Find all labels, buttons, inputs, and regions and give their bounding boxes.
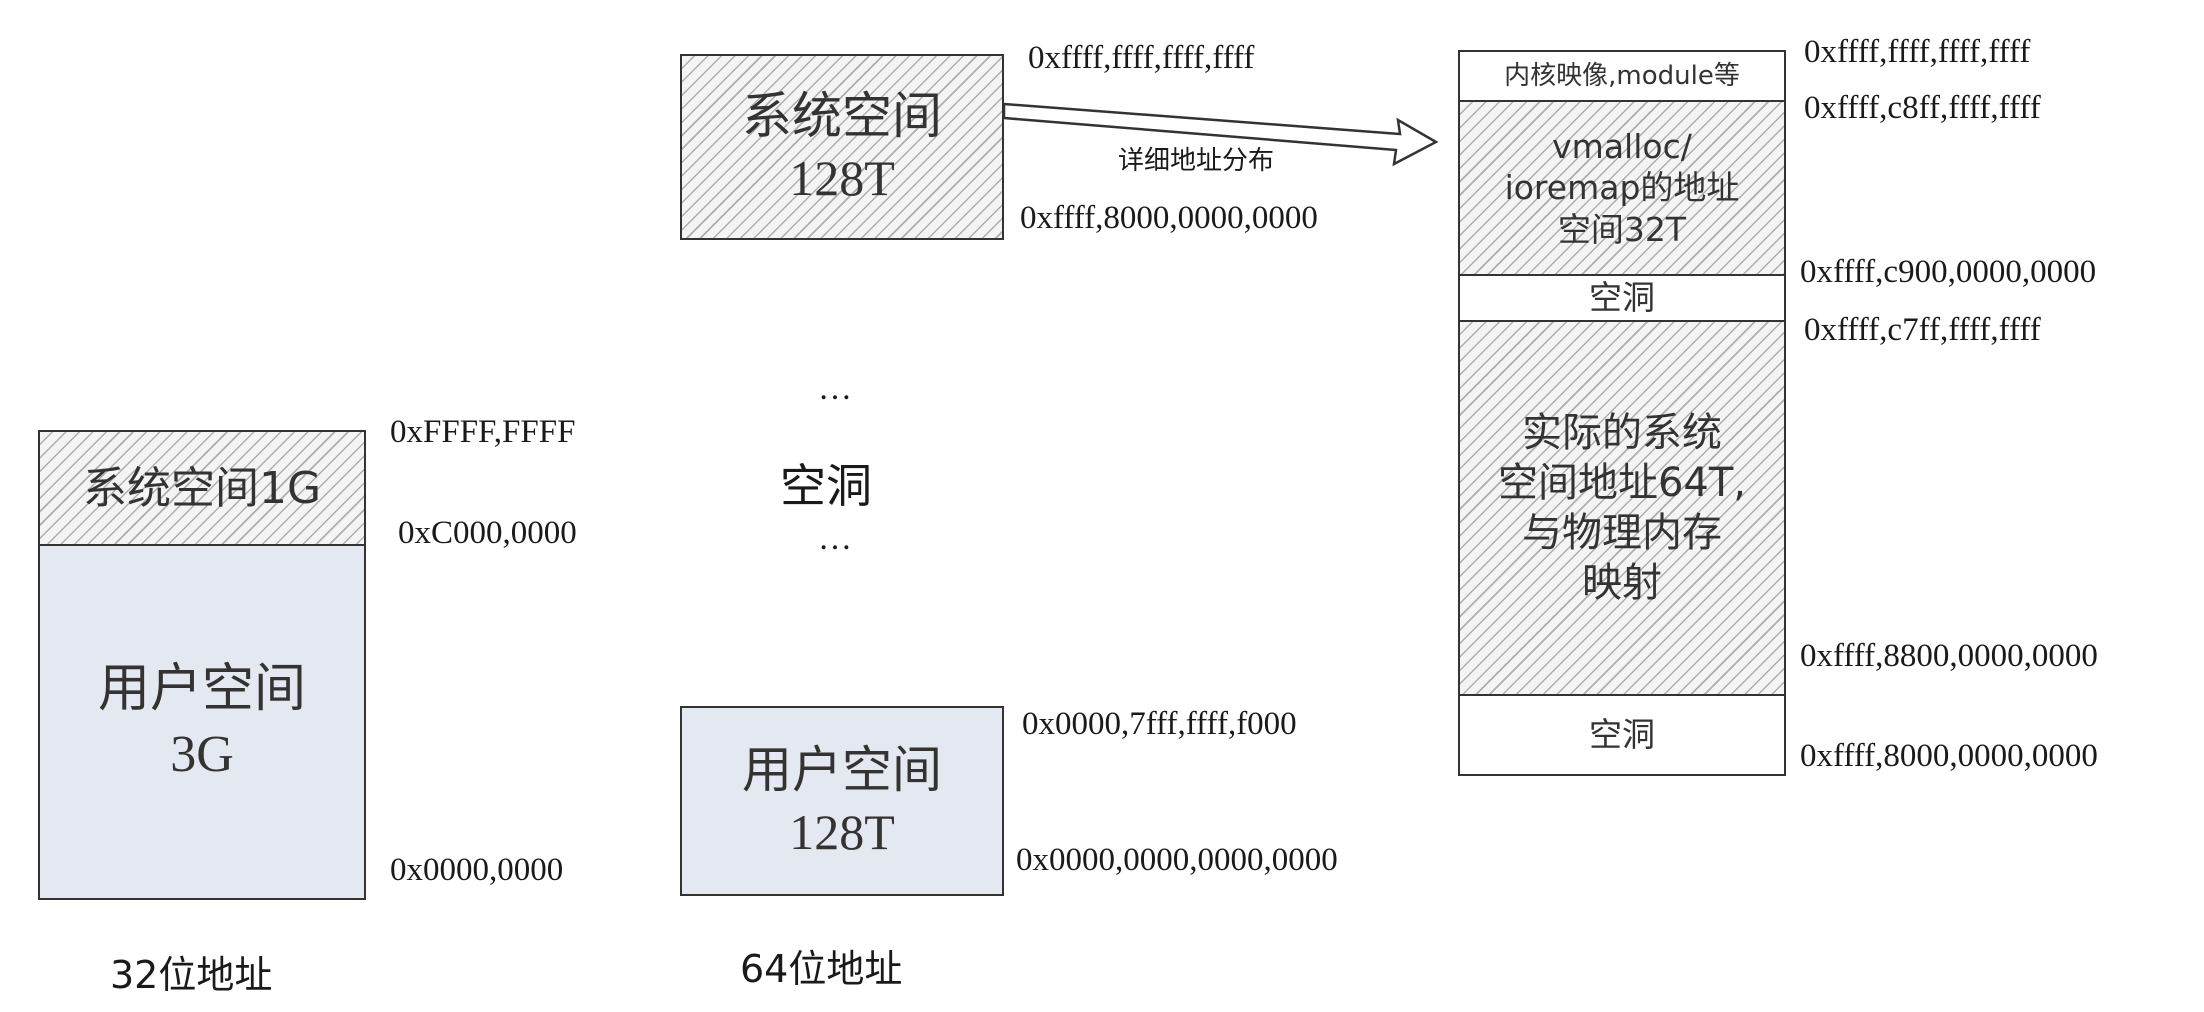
right-addr-5: 0xffff,8000,0000,0000	[1800, 738, 2098, 774]
right-addr-2: 0xffff,c900,0000,0000	[1800, 254, 2097, 290]
middle-gap-label: 空洞	[780, 459, 872, 513]
middle-addr-user-top: 0x0000,7fff,ffff,f000	[1022, 706, 1297, 742]
actual-space-label-1: 实际的系统	[1522, 410, 1722, 456]
left-addr-top: 0xFFFF,FFFF	[390, 414, 576, 450]
vmalloc-label-2: ioremap的地址	[1504, 168, 1740, 208]
left-addr-split: 0xC000,0000	[398, 515, 577, 551]
right-addr-3: 0xffff,c7ff,ffff,ffff	[1804, 312, 2041, 348]
hole2-block: 空洞	[1458, 694, 1786, 776]
actual-space-label-2: 空间地址64T,	[1497, 460, 1747, 506]
middle-caption: 64位地址	[740, 947, 903, 991]
gap-dots-bottom: …	[818, 520, 854, 557]
left-user-space-label-2: 3G	[170, 726, 234, 783]
actual-space-label-3: 与物理内存	[1522, 510, 1722, 556]
vmalloc-label-3: 空间32T	[1557, 209, 1687, 249]
kernel-image-block: 内核映像,module等	[1458, 50, 1786, 102]
detail-arrow-shape	[1002, 102, 1439, 167]
hole1-label: 空洞	[1589, 278, 1655, 318]
middle-system-space-label-1: 系统空间	[742, 86, 942, 145]
middle-user-space-block: 用户空间 128T	[680, 706, 1004, 896]
hole1-block: 空洞	[1458, 274, 1786, 322]
left-user-space-block: 用户空间 3G	[38, 544, 366, 900]
right-addr-4: 0xffff,8800,0000,0000	[1800, 638, 2098, 674]
middle-system-space-label-2: 128T	[789, 150, 895, 206]
left-caption: 32位地址	[110, 953, 273, 997]
middle-addr-sys-top: 0xffff,ffff,ffff,ffff	[1028, 40, 1255, 76]
right-addr-0: 0xffff,ffff,ffff,ffff	[1804, 34, 2031, 70]
middle-user-space-label-1: 用户空间	[742, 740, 942, 799]
middle-system-space-block: 系统空间 128T	[680, 54, 1004, 240]
vmalloc-label-1: vmalloc/	[1552, 127, 1692, 167]
left-system-space-block: 系统空间1G	[38, 430, 366, 546]
middle-user-space-label-2: 128T	[789, 804, 895, 860]
left-user-space-label-1: 用户空间	[97, 659, 306, 719]
vmalloc-block: vmalloc/ ioremap的地址 空间32T	[1458, 100, 1786, 276]
kernel-image-label: 内核映像,module等	[1504, 60, 1740, 91]
right-addr-1: 0xffff,c8ff,ffff,ffff	[1804, 90, 2041, 126]
left-addr-bottom: 0x0000,0000	[390, 852, 564, 888]
actual-space-label-4: 映射	[1582, 560, 1662, 606]
arrow-label: 详细地址分布	[1118, 146, 1275, 176]
left-system-space-label: 系统空间1G	[82, 462, 322, 514]
gap-dots-top: …	[818, 370, 854, 407]
hole2-label: 空洞	[1589, 715, 1655, 755]
actual-system-space-block: 实际的系统 空间地址64T, 与物理内存 映射	[1458, 320, 1786, 696]
middle-addr-sys-bottom: 0xffff,8000,0000,0000	[1020, 200, 1318, 236]
middle-addr-user-bottom: 0x0000,0000,0000,0000	[1016, 842, 1338, 878]
